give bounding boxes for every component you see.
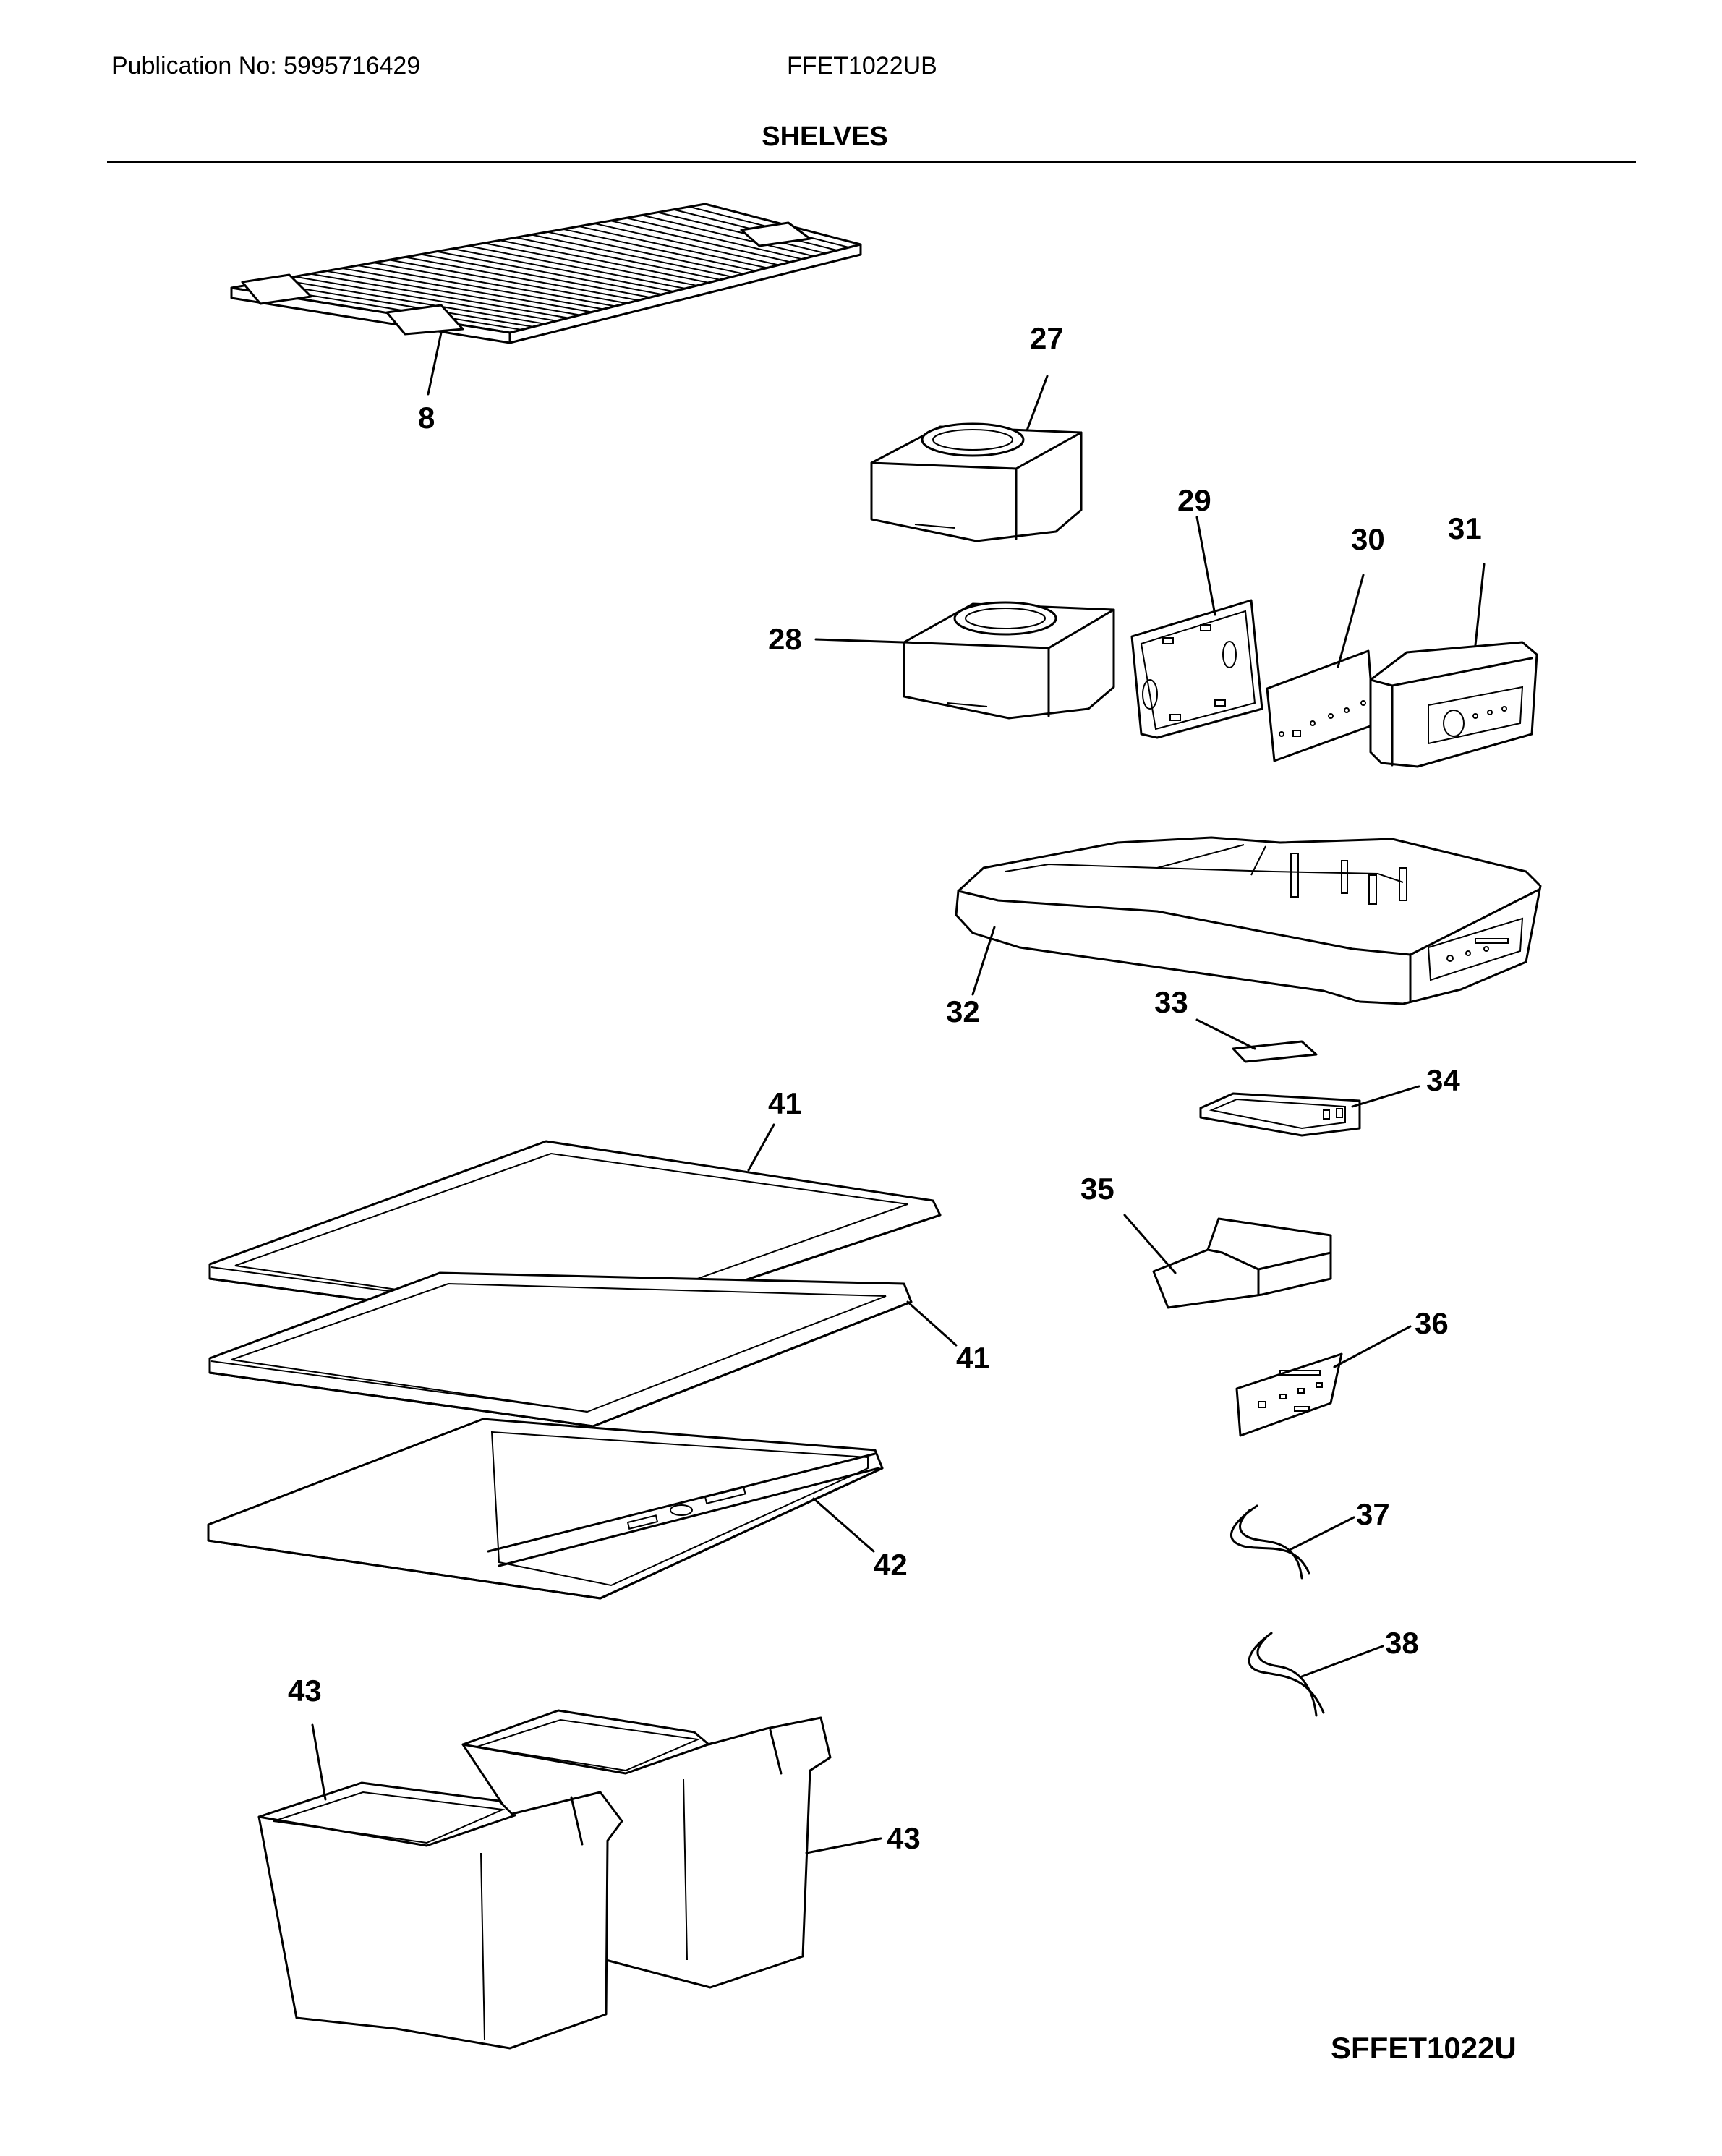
part-crisper-cover[interactable]: 42: [207, 1418, 908, 1600]
part-glass-shelf-upper[interactable]: 41: [208, 1086, 942, 1332]
callout-42: 42: [874, 1548, 908, 1582]
callout-34: 34: [1426, 1063, 1460, 1097]
shelf-wire: [484, 242, 697, 286]
part-crisper-bin-rear[interactable]: 43: [461, 1709, 921, 1989]
part-label-pad[interactable]: 33: [1154, 985, 1318, 1063]
callout-38: 38: [1385, 1626, 1419, 1660]
model-number: FFET1022UB: [787, 52, 937, 80]
callout-37: 37: [1356, 1497, 1390, 1531]
part-glass-shelf-middle[interactable]: 41: [208, 1271, 990, 1428]
shelf-wire: [263, 281, 534, 328]
callout-29: 29: [1177, 483, 1211, 517]
shelf-wire: [657, 211, 826, 255]
part-tray-frame[interactable]: 34: [1199, 1063, 1460, 1137]
shelf-wire: [278, 278, 545, 325]
callout-35: 35: [1080, 1172, 1114, 1206]
callout-8: 8: [418, 401, 435, 435]
shelf-wire: [436, 250, 662, 296]
callout-43-right: 43: [887, 1821, 921, 1855]
shelf-wire: [420, 253, 651, 299]
shelf-wire: [468, 245, 686, 289]
part-control-housing[interactable]: 31: [1369, 511, 1538, 768]
callout-30: 30: [1351, 522, 1385, 556]
shelf-wire: [404, 256, 639, 302]
callout-41-middle: 41: [956, 1341, 990, 1375]
shelf-wire: [547, 231, 744, 275]
shelf-wire: [341, 267, 592, 313]
part-control-overlay[interactable]: 36: [1235, 1306, 1449, 1437]
shelf-wire: [452, 247, 674, 293]
shelf-wire: [357, 265, 604, 310]
shelf-wire: [310, 273, 569, 319]
callout-33: 33: [1154, 985, 1188, 1019]
shelf-wire: [294, 276, 557, 322]
callout-27: 27: [1030, 321, 1064, 355]
part-wire-clip-a[interactable]: 37: [1230, 1497, 1390, 1580]
shelf-wire: [626, 217, 803, 260]
part-slide-channel[interactable]: 35: [1080, 1172, 1332, 1309]
shelf-wire: [610, 220, 791, 263]
part-bin-frame[interactable]: 32: [946, 836, 1542, 1028]
part-lower-bin[interactable]: 28: [768, 601, 1115, 720]
shelf-wire: [373, 262, 615, 307]
shelf-wire: [642, 214, 814, 257]
part-control-card[interactable]: 30: [1266, 522, 1385, 762]
part-crisper-bin-front[interactable]: 43: [257, 1674, 623, 2050]
part-upper-bin[interactable]: 27: [870, 321, 1083, 542]
callout-43-left: 43: [288, 1674, 322, 1708]
shelf-wire: [579, 225, 767, 269]
section-title: SHELVES: [762, 122, 888, 152]
shelf-wire: [563, 228, 756, 272]
callout-32: 32: [946, 994, 980, 1028]
publication-number: Publication No: 5995716429: [111, 52, 421, 80]
shelf-wire: [594, 223, 780, 266]
part-cover-plate[interactable]: 29: [1130, 483, 1263, 739]
part-wire-shelf[interactable]: 8: [230, 203, 862, 435]
callout-36: 36: [1415, 1306, 1449, 1340]
callout-31: 31: [1448, 511, 1482, 545]
shelf-wire: [389, 259, 627, 304]
header-divider: [107, 161, 1636, 163]
shelf-wire: [325, 270, 581, 316]
shelf-wire: [531, 234, 733, 278]
callout-28: 28: [768, 622, 802, 656]
shelf-wire: [499, 239, 709, 284]
shelf-wire: [515, 237, 721, 281]
callout-41-upper: 41: [768, 1086, 802, 1120]
diagram-code: SFFET1022U: [1331, 2031, 1517, 2065]
part-wire-clip-b[interactable]: 38: [1248, 1626, 1419, 1717]
